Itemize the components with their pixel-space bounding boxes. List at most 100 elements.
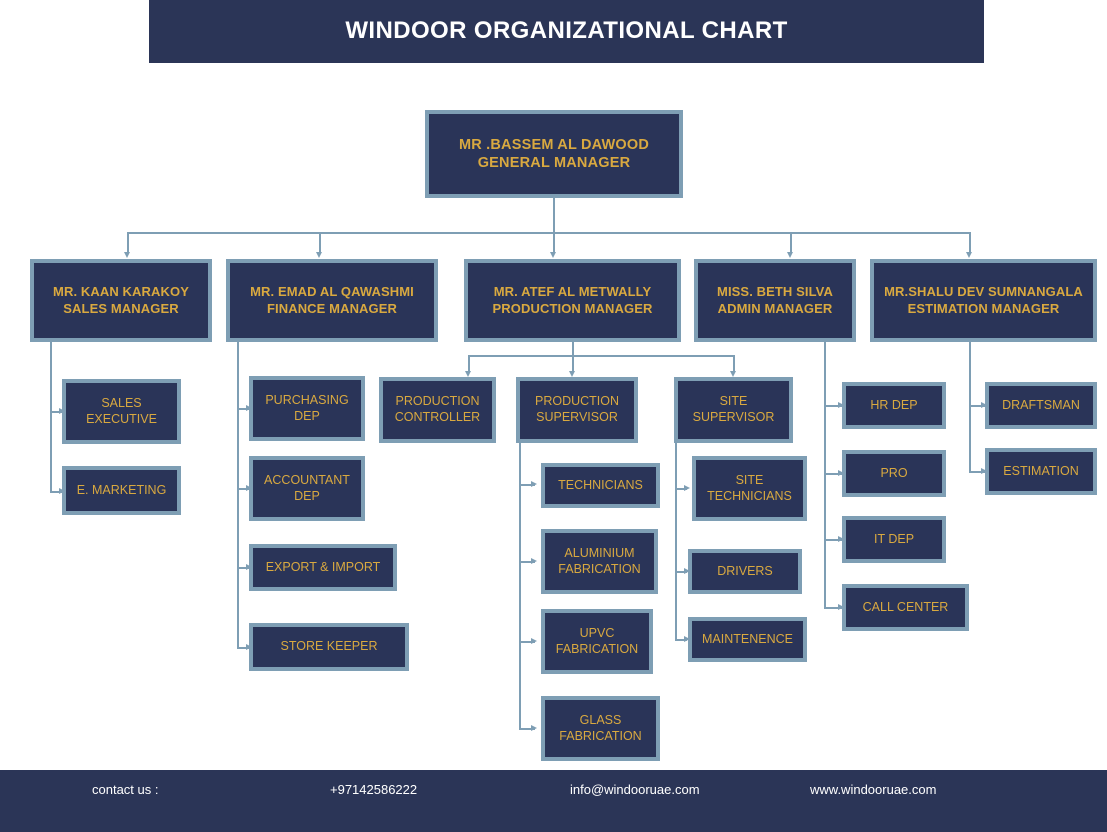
- node-production-supervisor[interactable]: PRODUCTION SUPERVISOR: [516, 377, 638, 443]
- arrow-sitesup-to-technicians: [684, 485, 690, 491]
- node-call-center[interactable]: CALL CENTER: [842, 584, 969, 631]
- node-pro[interactable]: PRO: [842, 450, 946, 497]
- node-general-manager[interactable]: MR .BASSEM AL DAWOOD GENERAL MANAGER: [425, 110, 683, 198]
- node-accountant-dep[interactable]: ACCOUNTANT DEP: [249, 456, 365, 521]
- node-drivers[interactable]: DRIVERS: [688, 549, 802, 594]
- connector-finance-to-accountant: [237, 488, 249, 490]
- connector-sitesup-to-technicians: [675, 488, 687, 490]
- arrow-production-to-controller: [465, 371, 471, 377]
- node-production-manager[interactable]: MR. ATEF AL METWALLY PRODUCTION MANAGER: [464, 259, 681, 342]
- connector-gm-to-admin: [790, 232, 792, 254]
- node-label: ALUMINIUM FABRICATION: [549, 546, 650, 577]
- node-line-2: FABRICATION: [559, 728, 642, 743]
- footer-website[interactable]: www.windooruae.com: [810, 782, 937, 797]
- node-store-keeper[interactable]: STORE KEEPER: [249, 623, 409, 671]
- node-line-1: ACCOUNTANT: [264, 472, 350, 487]
- node-label: PURCHASING DEP: [257, 393, 357, 424]
- node-line-2: EXECUTIVE: [86, 411, 157, 426]
- node-line-2: SUPERVISOR: [536, 410, 618, 424]
- node-sales-executive[interactable]: SALES EXECUTIVE: [62, 379, 181, 444]
- node-label: TECHNICIANS: [558, 477, 643, 492]
- connector-admin-to-pro: [824, 473, 842, 475]
- node-label: MR. EMAD AL QAWASHMI FINANCE MANAGER: [234, 284, 430, 317]
- page-title: WINDOOR ORGANIZATIONAL CHART: [345, 17, 788, 45]
- node-label: MR. ATEF AL METWALLY PRODUCTION MANAGER: [472, 284, 673, 317]
- connector-admin-to-it: [824, 539, 842, 541]
- node-hr-dep[interactable]: HR DEP: [842, 382, 946, 429]
- node-line-2: ADMIN MANAGER: [717, 300, 833, 316]
- node-site-supervisor[interactable]: SITE SUPERVISOR: [674, 377, 793, 443]
- arrow-gm-to-admin: [787, 252, 793, 258]
- node-label: GLASS FABRICATION: [549, 713, 652, 744]
- connector-sales-stem: [50, 342, 52, 492]
- node-line-1: MR. EMAD AL QAWASHMI: [250, 284, 414, 300]
- node-line-1: ALUMINIUM: [564, 545, 635, 560]
- node-line-2: SALES MANAGER: [63, 300, 179, 316]
- node-line-1: MR .BASSEM AL DAWOOD: [458, 136, 650, 153]
- node-line-1: SITE: [735, 472, 764, 487]
- node-label: PRODUCTION SUPERVISOR: [524, 394, 630, 425]
- connector-admin-to-callcenter: [824, 607, 842, 609]
- node-line-1: PURCHASING: [265, 392, 349, 407]
- footer-email[interactable]: info@windooruae.com: [570, 782, 700, 797]
- connector-prodsup-to-upvc: [519, 641, 535, 643]
- connector-finance-to-store: [237, 647, 249, 649]
- footer-phone[interactable]: +97142586222: [330, 782, 418, 797]
- connector-prodsup-to-glass: [519, 728, 535, 730]
- node-it-dep[interactable]: IT DEP: [842, 516, 946, 563]
- node-label: SITE TECHNICIANS: [700, 473, 799, 504]
- node-line-2: FABRICATION: [558, 561, 641, 576]
- node-sales-manager[interactable]: MR. KAAN KARAKOY SALES MANAGER: [30, 259, 212, 342]
- node-line-1: MR. ATEF AL METWALLY: [493, 284, 652, 300]
- node-label: IT DEP: [873, 531, 915, 546]
- node-glass-fabrication[interactable]: GLASS FABRICATION: [541, 696, 660, 761]
- node-label: DRIVERS: [717, 563, 773, 578]
- node-e-marketing[interactable]: E. MARKETING: [62, 466, 181, 515]
- connector-gm-to-finance: [319, 232, 321, 254]
- connector-prodsup-to-aluminium: [519, 561, 535, 563]
- node-admin-manager[interactable]: MISS. BETH SILVA ADMIN MANAGER: [694, 259, 856, 342]
- arrow-estimation-to-draftsman: [981, 402, 987, 408]
- node-upvc-fabrication[interactable]: UPVC FABRICATION: [541, 609, 653, 674]
- connector-estimation-to-estimation: [969, 471, 985, 473]
- connector-production-stem: [572, 342, 574, 372]
- node-line-2: CONTROLLER: [394, 410, 481, 424]
- footer-contact-label: contact us :: [92, 782, 159, 797]
- arrow-sitesup-to-maintenence: [684, 636, 690, 642]
- node-draftsman[interactable]: DRAFTSMAN: [985, 382, 1097, 429]
- node-finance-manager[interactable]: MR. EMAD AL QAWASHMI FINANCE MANAGER: [226, 259, 438, 342]
- connector-sitesup-stem: [675, 443, 677, 639]
- node-label: SITE SUPERVISOR: [682, 394, 785, 425]
- arrow-estimation-to-estimation: [981, 468, 987, 474]
- node-estimation-manager[interactable]: MR.SHALU DEV SUMNANGALA ESTIMATION MANAG…: [870, 259, 1097, 342]
- arrow-admin-to-callcenter: [838, 604, 844, 610]
- connector-finance-stem: [237, 342, 239, 648]
- node-purchasing-dep[interactable]: PURCHASING DEP: [249, 376, 365, 441]
- node-maintenence[interactable]: MAINTENENCE: [688, 617, 807, 662]
- node-production-controller[interactable]: PRODUCTION CONTROLLER: [379, 377, 496, 443]
- connector-prodsup-to-technicians: [519, 484, 535, 486]
- arrow-admin-to-it: [838, 536, 844, 542]
- connector-finance-to-export: [237, 567, 249, 569]
- arrow-production-to-supervisor: [569, 371, 575, 377]
- node-line-2: SUPERVISOR: [692, 410, 775, 424]
- node-line-2: DEP: [294, 488, 320, 503]
- connector-sales-to-exec: [50, 411, 62, 413]
- connector-production-to-controller: [468, 355, 470, 373]
- node-label: MR .BASSEM AL DAWOOD GENERAL MANAGER: [433, 136, 675, 172]
- node-aluminium-fabrication[interactable]: ALUMINIUM FABRICATION: [541, 529, 658, 594]
- node-line-2: FABRICATION: [555, 641, 639, 656]
- arrow-prodsup-to-technicians: [531, 481, 537, 487]
- node-technicians[interactable]: TECHNICIANS: [541, 463, 660, 508]
- node-label: MISS. BETH SILVA ADMIN MANAGER: [702, 284, 848, 317]
- node-line-1: SITE: [719, 394, 748, 409]
- arrow-gm-to-sales: [124, 252, 130, 258]
- node-line-1: PRODUCTION: [534, 394, 620, 409]
- node-estimation[interactable]: ESTIMATION: [985, 448, 1097, 495]
- node-site-technicians[interactable]: SITE TECHNICIANS: [692, 456, 807, 521]
- node-export-import[interactable]: EXPORT & IMPORT: [249, 544, 397, 591]
- arrow-prodsup-to-upvc: [531, 638, 537, 644]
- arrow-gm-to-estimation: [966, 252, 972, 258]
- connector-admin-to-hr: [824, 405, 842, 407]
